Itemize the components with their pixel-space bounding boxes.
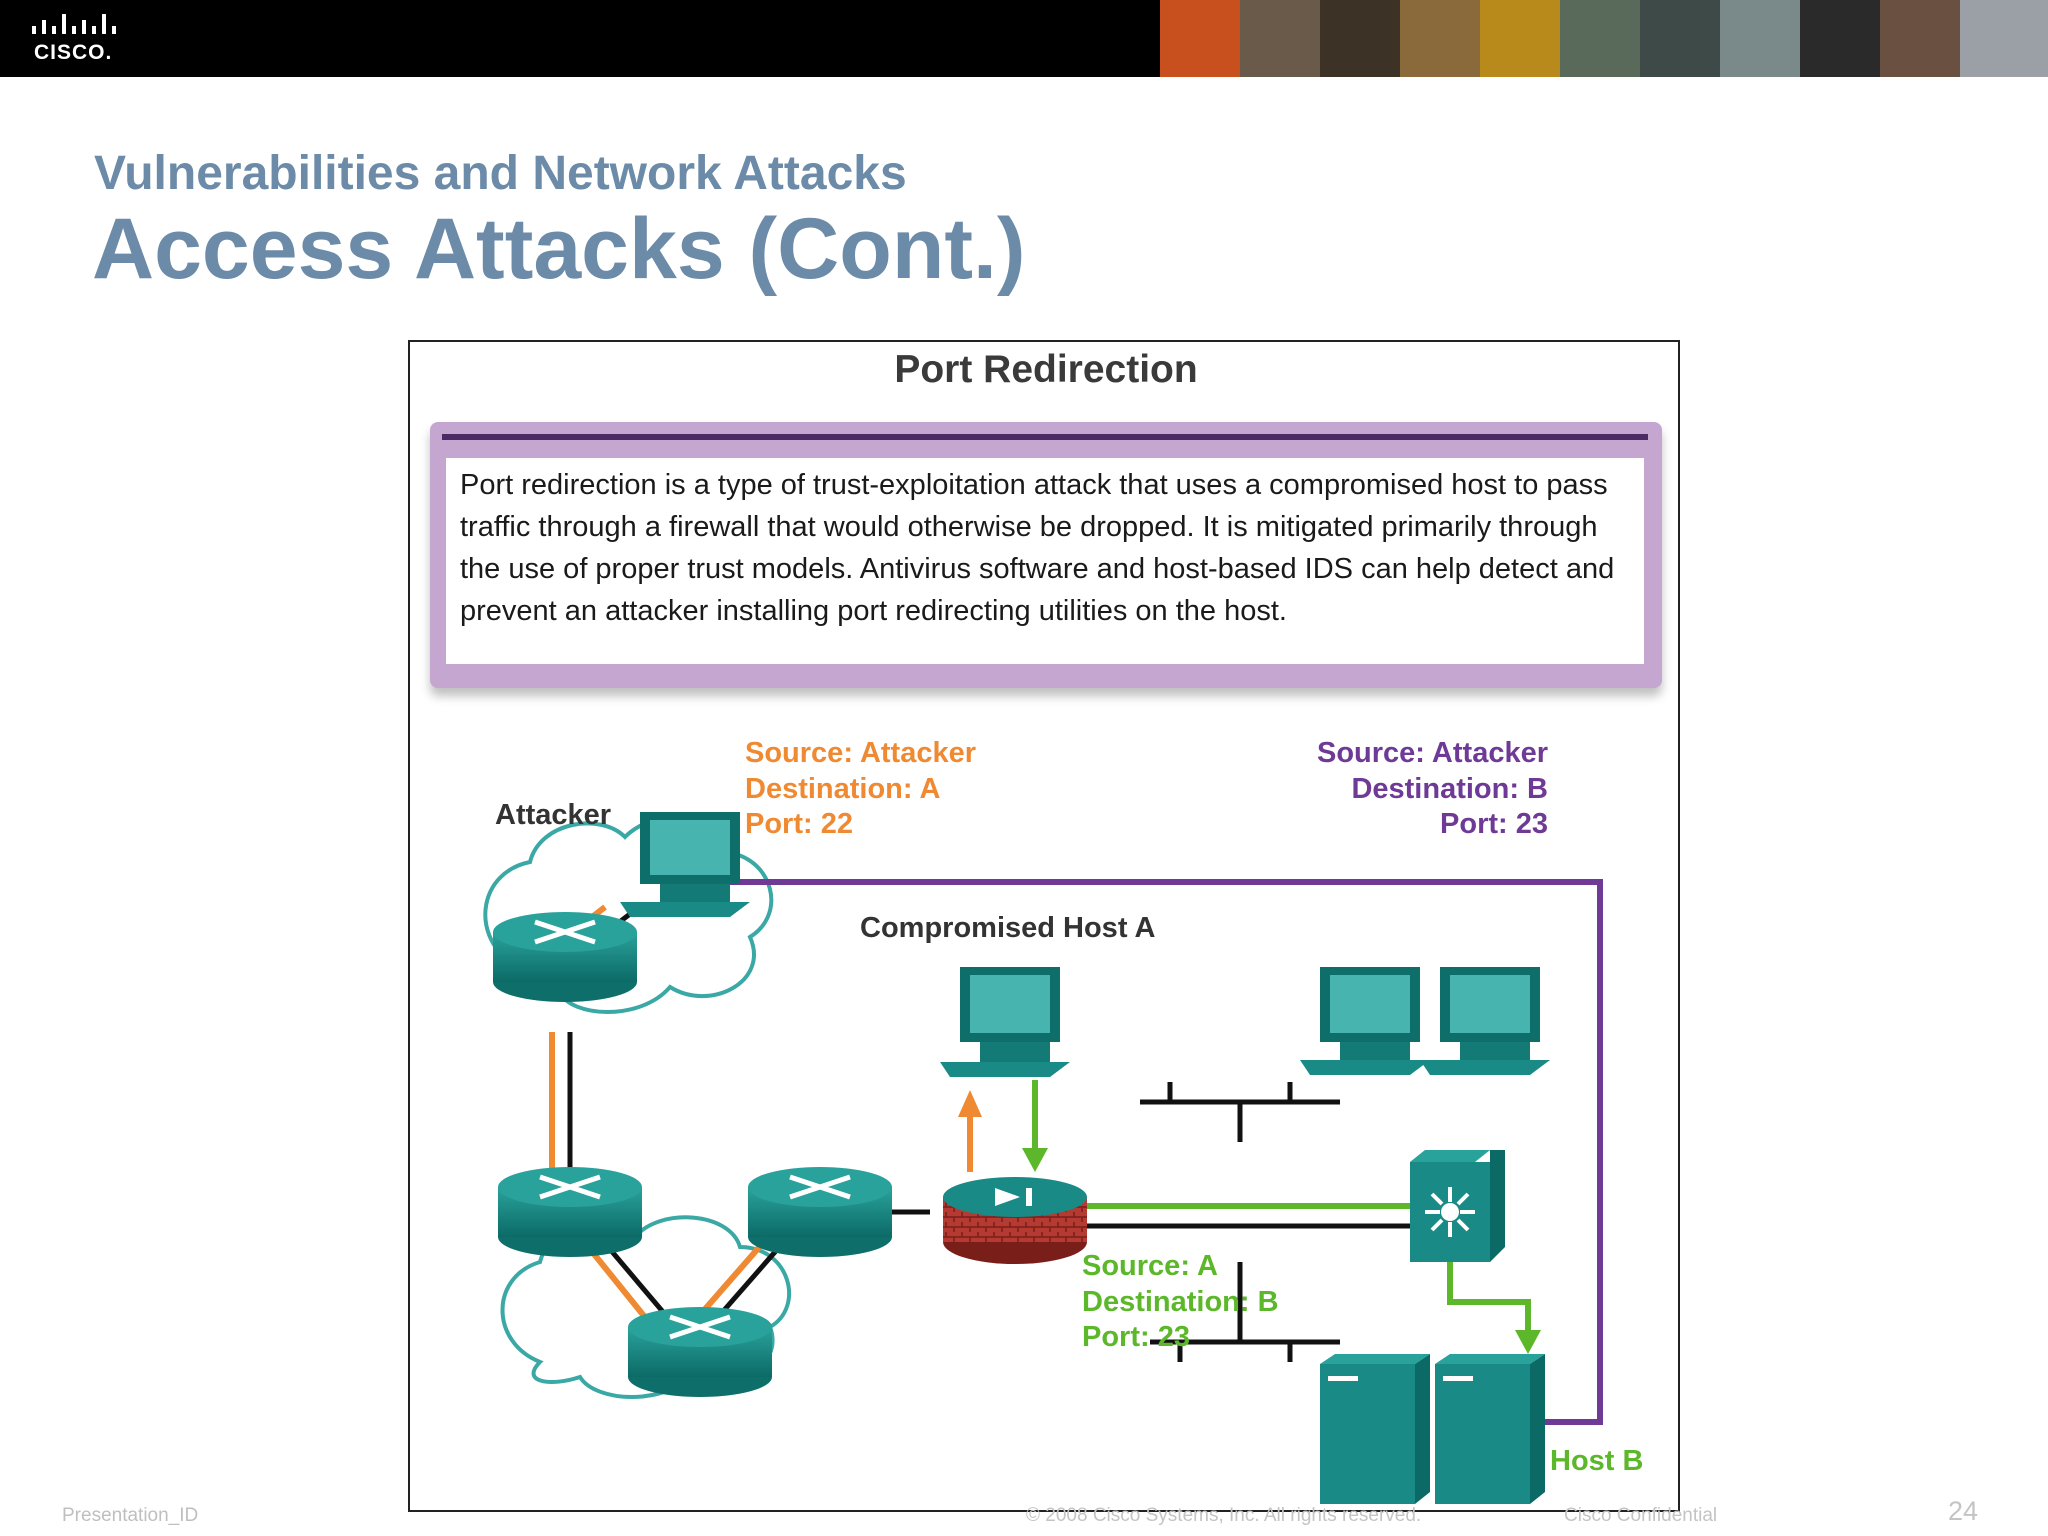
- cloud-bottom: [500, 1215, 792, 1399]
- green-flow-destination: Destination: B: [1082, 1286, 1279, 1318]
- orange-arrow-head: [958, 1090, 982, 1117]
- photo-tile: [1800, 0, 1880, 77]
- host-b-label: Host B: [1550, 1445, 1643, 1477]
- green-flow-port: Port: 23: [1082, 1321, 1190, 1353]
- router-icon-bottom: [628, 1307, 772, 1397]
- photo-tile: [1480, 0, 1560, 77]
- lan-computer-icon-1: [1300, 967, 1430, 1075]
- photo-tile: [1640, 0, 1720, 77]
- footer-confidential: Cisco Confidential: [1564, 1505, 1718, 1526]
- purple-flow-destination: Destination: B: [1351, 773, 1548, 805]
- server-icon-1: [1320, 1354, 1430, 1504]
- slide-title: Access Attacks (Cont.): [92, 201, 1026, 297]
- header-bar: CISCO.: [0, 0, 2048, 77]
- green-flow-source: Source: A: [1082, 1250, 1218, 1282]
- photo-tile: [1880, 0, 1960, 77]
- orange-flow-port: Port: 22: [745, 808, 853, 840]
- router-icon-middle-left: [498, 1167, 642, 1257]
- cisco-bars-icon: [32, 14, 116, 34]
- attacker-label: Attacker: [495, 799, 611, 831]
- slide-subtitle: Vulnerabilities and Network Attacks: [94, 147, 907, 200]
- purple-flow-path: [710, 879, 1603, 1425]
- photo-tile: [1320, 0, 1400, 77]
- photo-tile: [1160, 0, 1240, 77]
- router-icon-top: [493, 912, 637, 1002]
- firewall-icon: [943, 1177, 1087, 1264]
- description-text: Port redirection is a type of trust-expl…: [446, 458, 1644, 664]
- green-flow-path: [1025, 1080, 1531, 1332]
- server-icon-2: [1435, 1354, 1545, 1504]
- description-rule: [442, 434, 1648, 440]
- green-arrow-down-1: [1022, 1148, 1048, 1172]
- photo-tile: [1960, 0, 2048, 77]
- network-diagram: Attacker Compromised Host A Host B Sourc…: [483, 737, 1643, 1504]
- compromised-host-computer-icon: [940, 967, 1070, 1077]
- figure-title: Port Redirection: [894, 348, 1198, 391]
- footer-presentation-id: Presentation_ID: [62, 1505, 199, 1526]
- orange-flow-source: Source: Attacker: [745, 737, 976, 769]
- purple-flow-source: Source: Attacker: [1317, 737, 1548, 769]
- orange-flow-destination: Destination: A: [745, 773, 941, 805]
- switch-icon: [1410, 1150, 1505, 1262]
- photo-tile: [1720, 0, 1800, 77]
- photo-tile: [1240, 0, 1320, 77]
- attacker-computer-icon: [620, 812, 750, 917]
- description-box: Port redirection is a type of trust-expl…: [430, 422, 1662, 688]
- photo-tile: [1560, 0, 1640, 77]
- logo-text: CISCO.: [34, 41, 113, 64]
- port-redirection-figure: Port Redirection Port redirection is a t…: [408, 340, 1680, 1512]
- router-icon-middle-right: [748, 1167, 892, 1257]
- compromised-host-label: Compromised Host A: [860, 912, 1155, 944]
- purple-flow-port: Port: 23: [1440, 808, 1548, 840]
- footer-copyright: © 2008 Cisco Systems, Inc. All rights re…: [1026, 1505, 1422, 1526]
- photo-strip: [1160, 0, 2048, 77]
- green-arrow-down-2: [1515, 1330, 1541, 1354]
- cisco-logo: CISCO.: [30, 14, 120, 64]
- photo-tile: [1400, 0, 1480, 77]
- footer-page-number: 24: [1948, 1496, 1979, 1526]
- lan-computer-icon-2: [1420, 967, 1550, 1075]
